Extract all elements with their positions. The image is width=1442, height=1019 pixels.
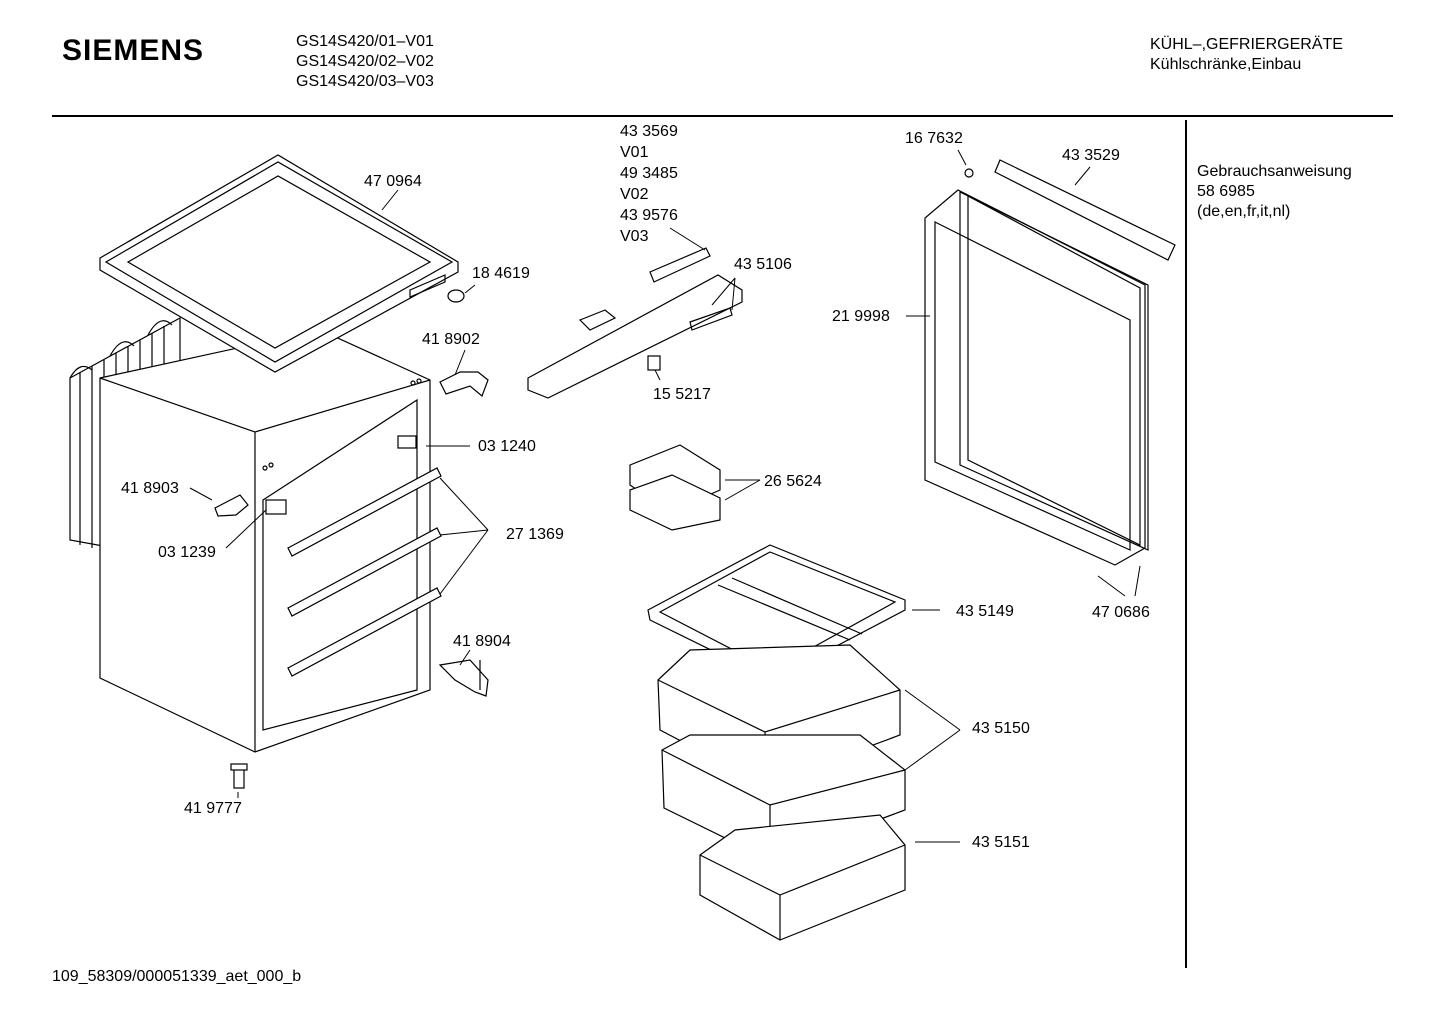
document-id: 109_58309/000051339_aet_000_b [52,968,302,985]
part-label-hinge-top: 41 8902 [422,331,480,348]
cabinet-body [99,329,431,753]
manual-info: Gebrauchsanweisung 58 6985 (de,en,fr,it,… [1197,162,1352,222]
leader-lines [189,149,1141,843]
brand-logo: SIEMENS [62,34,205,67]
cold-accumulators [629,444,721,531]
part-label-435106: 43 5106 [734,256,792,273]
part-label-hinge-bottom: 41 8904 [453,633,511,650]
part-label-hinge-left: 41 8903 [121,480,179,497]
part-label-door: 47 0686 [1092,604,1150,621]
part-label-foot: 41 9777 [184,800,242,817]
top-cover [99,154,459,373]
control-panel [527,247,743,399]
variant-label: V03 [620,228,649,245]
variant-label: V02 [620,186,649,203]
support-031240 [397,435,417,449]
category-title: KÜHL–,GEFRIERGERÄTE Kühlschränke,Einbau [1150,35,1343,75]
manual-title: Gebrauchsanweisung [1197,163,1352,180]
part-label-accumulator: 26 5624 [764,473,822,490]
part-label-support-right: 03 1240 [478,438,536,455]
part-label-control-v01: 43 3569 [620,123,678,140]
part-label-top-cover: 47 0964 [364,173,422,190]
category-sub: Kühlschränke,Einbau [1150,56,1302,73]
variant-label: V01 [620,144,649,161]
manual-languages: (de,en,fr,it,nl) [1197,203,1291,220]
part-label-drawers: 43 5150 [972,720,1030,737]
drawer-bottom [699,814,906,941]
model-list: GS14S420/01–V01 GS14S420/02–V02 GS14S420… [296,32,434,92]
foot-419777 [230,763,248,789]
model-number: GS14S420/01–V01 [296,33,434,50]
part-label-knob: 15 5217 [653,386,711,403]
part-167632 [964,168,974,178]
hinge-418902 [439,371,489,398]
part-label-plug: 18 4619 [472,265,530,282]
door-trim [994,159,1176,261]
model-number: GS14S420/02–V02 [296,53,434,70]
part-label-control-v02: 49 3485 [620,165,678,182]
model-number: GS14S420/03–V03 [296,73,434,90]
support-031239 [265,499,287,515]
category-main: KÜHL–,GEFRIERGERÄTE [1150,36,1343,53]
part-label-gasket: 21 9998 [832,308,890,325]
hinge-418904 [438,659,489,697]
part-label-control-v03: 43 9576 [620,207,678,224]
hinge-418903 [214,494,249,517]
part-label-support-left: 03 1239 [158,544,216,561]
plug-184619 [447,289,465,303]
part-label-167632: 16 7632 [905,130,963,147]
part-label-rails: 27 1369 [506,526,564,543]
rails [287,467,442,677]
part-label-drawer-bottom: 43 5151 [972,834,1030,851]
door [924,189,1149,566]
part-label-door-trim: 43 3529 [1062,147,1120,164]
manual-number: 58 6985 [1197,183,1255,200]
part-label-shelf: 43 5149 [956,603,1014,620]
